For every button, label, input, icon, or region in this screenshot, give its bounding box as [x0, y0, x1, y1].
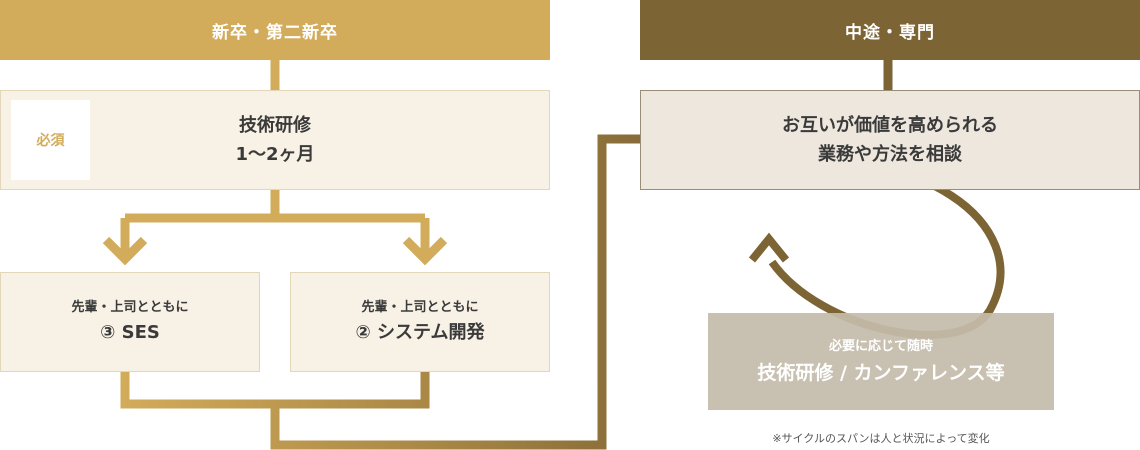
connector-merge-route	[120, 134, 680, 450]
technical-training-duration: 1〜2ヶ月	[235, 144, 315, 165]
consultation-line-1: お互いが価値を高められる	[782, 115, 998, 136]
arrow-down-left-icon	[102, 236, 148, 266]
system-development-caption: 先輩・上司とともに	[361, 300, 479, 315]
required-badge-label: 必須	[36, 133, 65, 149]
ses-box: 先輩・上司とともに ③ SES	[0, 272, 260, 372]
consultation-box: お互いが価値を高められる 業務や方法を相談	[640, 90, 1140, 190]
system-development-title: ② システム開発	[355, 322, 485, 343]
ses-box-title: ③ SES	[100, 322, 160, 343]
header-new-graduate-label: 新卒・第二新卒	[212, 22, 338, 43]
header-new-graduate: 新卒・第二新卒	[0, 0, 550, 60]
ses-box-caption: 先輩・上司とともに	[71, 300, 189, 315]
arrow-down-right-icon	[402, 236, 448, 266]
ongoing-training-caption: 必要に応じて随時	[828, 338, 933, 354]
ongoing-training-title: 技術研修 / カンファレンス等	[757, 361, 1005, 384]
cycle-note: ※サイクルのスパンは人と状況によって変化	[772, 432, 990, 445]
system-development-box: 先輩・上司とともに ② システム開発	[290, 272, 550, 372]
connector-split	[120, 190, 430, 256]
required-badge: 必須	[11, 100, 90, 180]
header-mid-career: 中途・専門	[640, 0, 1140, 60]
header-mid-career-label: 中途・専門	[845, 22, 935, 43]
cycle-arrow-icon	[748, 232, 790, 263]
consultation-line-2: 業務や方法を相談	[818, 144, 962, 165]
cycle-arc	[768, 162, 1005, 339]
technical-training-box: 技術研修 1〜2ヶ月	[0, 90, 550, 190]
ongoing-training-box: 必要に応じて随時 技術研修 / カンファレンス等	[708, 313, 1054, 410]
technical-training-title: 技術研修	[239, 115, 311, 136]
